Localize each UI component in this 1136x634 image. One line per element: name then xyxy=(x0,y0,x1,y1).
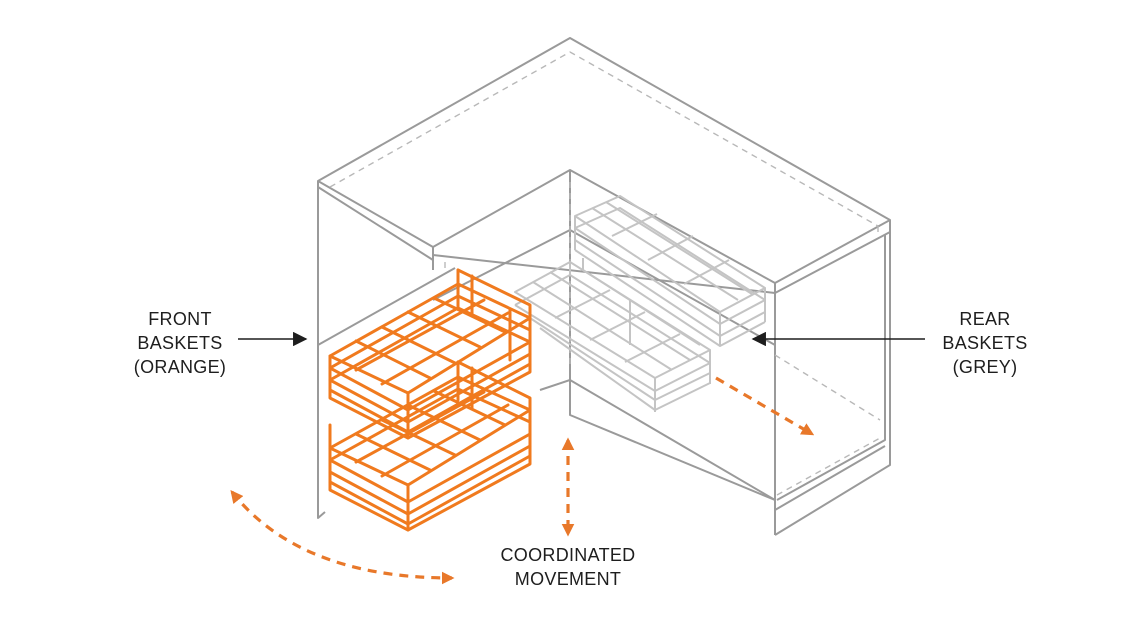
front-label-line-3: (ORANGE) xyxy=(133,357,227,377)
front-label-line-1: FRONT xyxy=(148,309,212,329)
movement-label-line-2: MOVEMENT xyxy=(514,569,622,589)
slide-out-arrow xyxy=(715,376,815,436)
front-baskets-label: FRONT BASKETS (ORANGE) xyxy=(118,307,242,379)
front-baskets xyxy=(328,268,532,532)
front-label-line-2: BASKETS xyxy=(137,333,223,353)
rear-basket-upper xyxy=(574,195,766,347)
rear-baskets-label: REAR BASKETS (GREY) xyxy=(925,307,1045,379)
cabinet-outline xyxy=(317,37,891,536)
movement-label-line-1: COORDINATED xyxy=(500,545,636,565)
coordinated-movement-label: COORDINATED MOVEMENT xyxy=(478,543,658,591)
motion-arrows xyxy=(230,376,815,585)
front-basket-lower xyxy=(328,360,532,532)
swing-arc-arrow xyxy=(230,489,455,585)
rear-basket-lower xyxy=(514,261,711,412)
rear-label-line-3: (GREY) xyxy=(952,357,1018,377)
rear-label-line-2: BASKETS xyxy=(942,333,1028,353)
rear-label-line-1: REAR xyxy=(959,309,1011,329)
front-basket-upper xyxy=(328,268,532,440)
rear-baskets xyxy=(514,195,766,412)
